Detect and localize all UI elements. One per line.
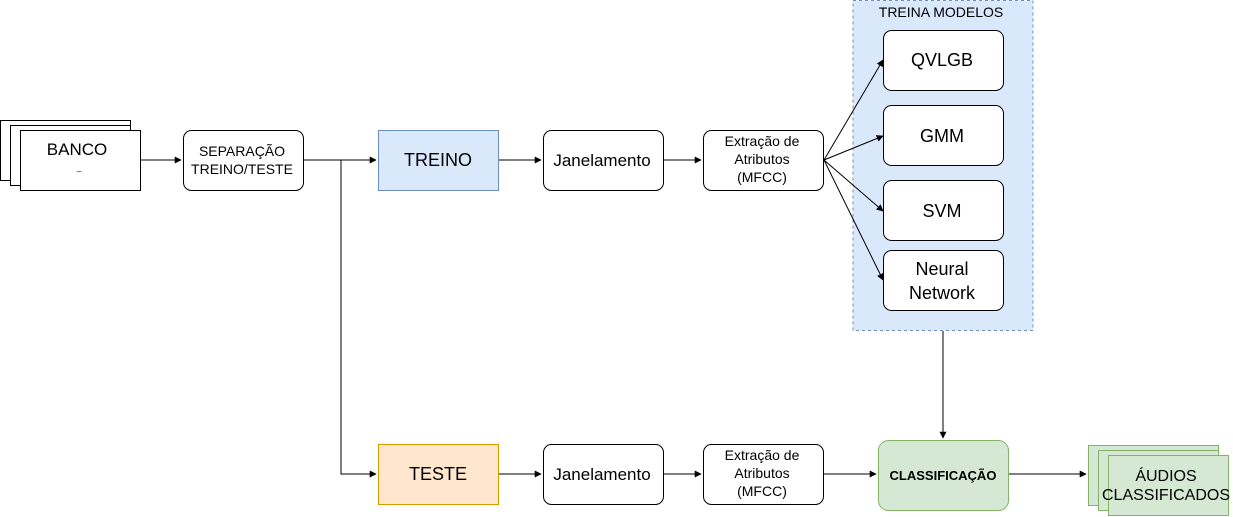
treino-node[interactable]: TREINO xyxy=(378,130,499,191)
extracao-teste-line1: Extração de xyxy=(725,447,800,463)
connectors xyxy=(141,59,1087,478)
separacao-line1: SEPARAÇÃO xyxy=(199,143,285,159)
teste-label: TESTE xyxy=(409,464,467,484)
classificacao-label: CLASSIFICAÇÃO xyxy=(890,468,997,483)
svm-label: SVM xyxy=(922,201,961,221)
qvlgb-label: QVLGB xyxy=(911,50,973,70)
neural-network-line2: Network xyxy=(909,283,976,303)
banco-node[interactable]: BANCO _ xyxy=(0,120,141,191)
teste-node[interactable]: TESTE xyxy=(378,444,499,505)
neural-network-node[interactable]: Neural Network xyxy=(883,250,1004,311)
gmm-node[interactable]: GMM xyxy=(883,105,1004,166)
audios-classificados-node[interactable]: ÁUDIOS CLASSIFICADOS xyxy=(1088,445,1231,516)
extracao-treino-node[interactable]: Extração de Atributos (MFCC) xyxy=(703,130,824,191)
extracao-teste-line3: (MFCC) xyxy=(737,483,787,499)
audios-line1: ÁUDIOS xyxy=(1135,466,1196,485)
qvlgb-node[interactable]: QVLGB xyxy=(883,30,1004,91)
janelamento-treino-label: Janelamento xyxy=(553,151,650,170)
separacao-line2: TREINO/TESTE xyxy=(191,161,293,177)
extracao-teste-line2: Atributos xyxy=(734,465,789,481)
svm-node[interactable]: SVM xyxy=(883,180,1004,241)
treina-modelos-title: TREINA MODELOS xyxy=(879,4,1003,20)
banco-label: BANCO xyxy=(47,140,107,159)
classificacao-node[interactable]: CLASSIFICAÇÃO xyxy=(878,440,1009,511)
janelamento-teste-label: Janelamento xyxy=(553,465,650,484)
neural-network-line1: Neural xyxy=(915,259,968,279)
audios-line2: CLASSIFICADOS xyxy=(1102,487,1230,504)
banco-sublabel: _ xyxy=(76,163,82,172)
treino-label: TREINO xyxy=(404,150,472,170)
arrow-extracao-gmm xyxy=(823,135,884,161)
extracao-treino-line3: (MFCC) xyxy=(737,169,787,185)
janelamento-teste-node[interactable]: Janelamento xyxy=(543,444,664,505)
janelamento-treino-node[interactable]: Janelamento xyxy=(543,130,664,191)
arrow-extracao-qvlgb xyxy=(823,59,884,161)
extracao-teste-node[interactable]: Extração de Atributos (MFCC) xyxy=(703,444,824,505)
gmm-label: GMM xyxy=(920,126,964,146)
arrow-separacao-teste xyxy=(340,160,377,478)
arrow-extracao-nn xyxy=(823,159,884,281)
extracao-treino-line2: Atributos xyxy=(734,151,789,167)
extracao-treino-line1: Extração de xyxy=(725,133,800,149)
separacao-node[interactable]: SEPARAÇÃO TREINO/TESTE xyxy=(183,130,304,191)
arrow-extracao-svm xyxy=(823,159,884,212)
